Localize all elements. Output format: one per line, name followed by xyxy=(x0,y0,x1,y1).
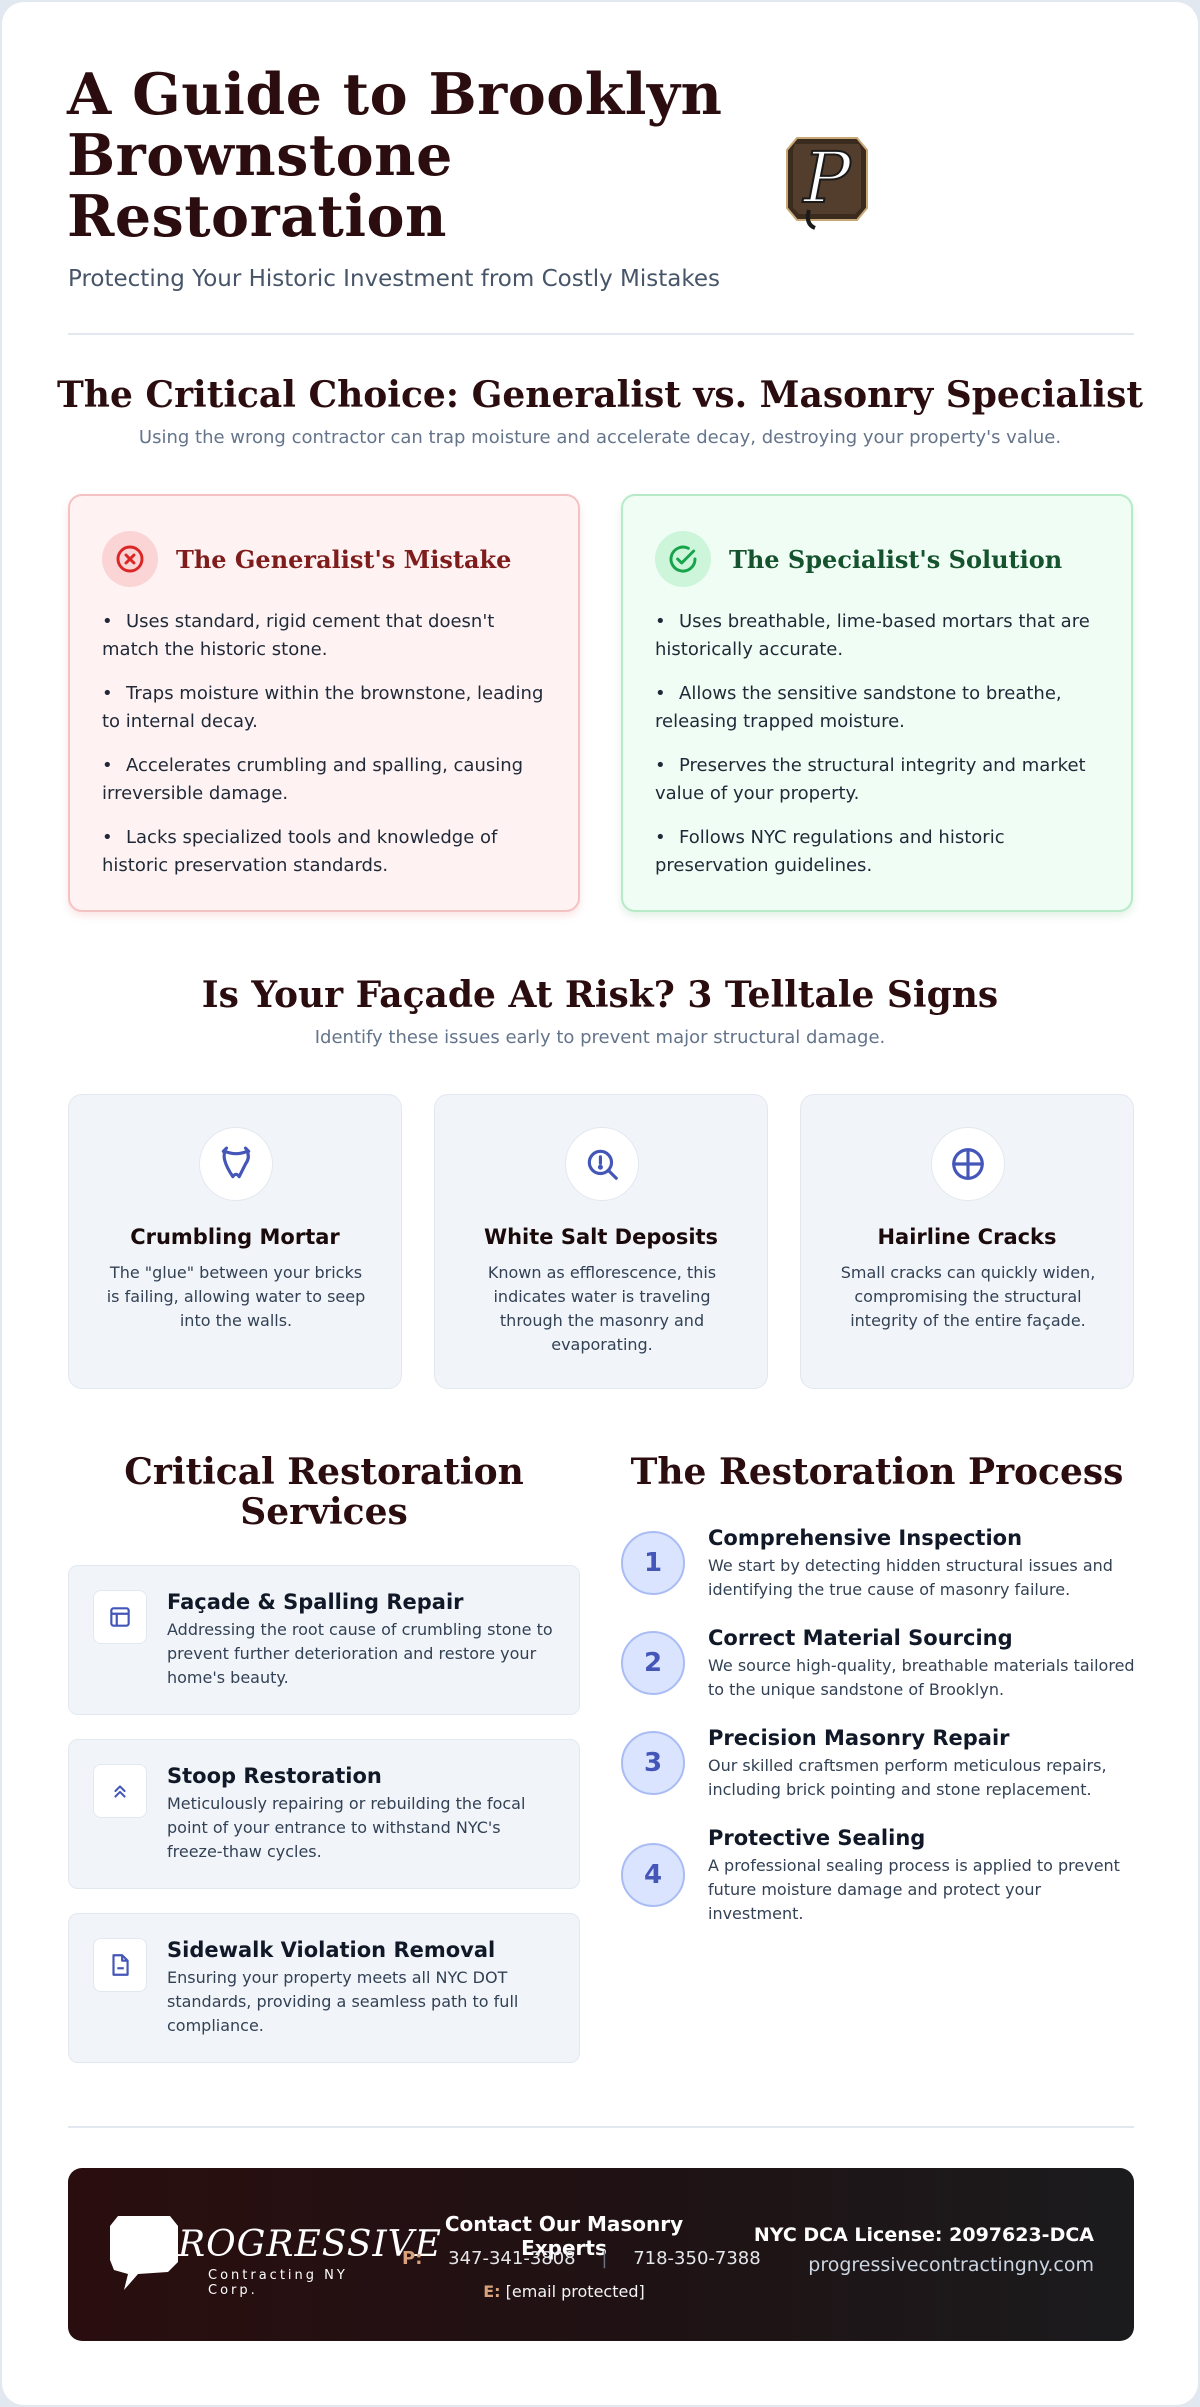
brand-logo-letter: P xyxy=(801,137,852,219)
phone-link[interactable]: 718-350-7388 xyxy=(633,2248,761,2269)
service-card: Façade & Spalling Repair Addressing the … xyxy=(68,1565,580,1715)
list-item: Preserves the structural integrity and m… xyxy=(631,752,1101,808)
search-alert-icon xyxy=(565,1127,639,1201)
step-number: 2 xyxy=(621,1631,685,1695)
list-item: Allows the sensitive sandstone to breath… xyxy=(631,680,1101,736)
specialist-title: The Specialist's Solution xyxy=(729,544,1063,574)
sign-card: White Salt Deposits Known as efflorescen… xyxy=(434,1094,768,1389)
step-title: Comprehensive Inspection xyxy=(708,1526,1023,1550)
service-title: Sidewalk Violation Removal xyxy=(167,1938,496,1962)
footer-brand-logo: ROGRESSIVE Contracting NY Corp. xyxy=(108,2212,441,2298)
signs-subtitle: Identify these issues early to prevent m… xyxy=(314,1027,886,1048)
footer-brand-name: ROGRESSIVE xyxy=(178,2224,442,2265)
sign-title: White Salt Deposits xyxy=(483,1225,719,1249)
layout-icon xyxy=(93,1590,147,1644)
chevrons-up-icon xyxy=(93,1764,147,1818)
step-title: Precision Masonry Repair xyxy=(708,1726,1010,1750)
sign-title: Hairline Cracks xyxy=(877,1225,1057,1249)
brand-logo: P xyxy=(781,128,873,234)
email-link[interactable]: [email protected] xyxy=(505,2282,645,2301)
divider xyxy=(68,333,1134,335)
website-link[interactable]: progressivecontractingny.com xyxy=(808,2254,1094,2276)
choice-title: The Critical Choice: Generalist vs. Maso… xyxy=(57,374,1143,416)
step-number: 1 xyxy=(621,1531,685,1595)
phone-link[interactable]: 347-341-3808 xyxy=(448,2248,576,2269)
specialist-card: The Specialist's Solution Uses breathabl… xyxy=(621,494,1133,912)
email-label: E: xyxy=(483,2282,501,2301)
service-card: Sidewalk Violation Removal Ensuring your… xyxy=(68,1913,580,2063)
sign-text: The "glue" between your bricks is failin… xyxy=(106,1263,366,1330)
list-item: Uses breathable, lime-based mortars that… xyxy=(631,608,1101,664)
step-number: 3 xyxy=(621,1731,685,1795)
service-title: Stoop Restoration xyxy=(167,1764,382,1788)
sign-text: Known as efflorescence, this indicates w… xyxy=(487,1263,717,1354)
list-item: Accelerates crumbling and spalling, caus… xyxy=(78,752,548,808)
sign-text: Small cracks can quickly widen, compromi… xyxy=(840,1263,1096,1330)
sign-title: Crumbling Mortar xyxy=(130,1225,340,1249)
generalist-title: The Generalist's Mistake xyxy=(176,544,512,574)
contact-title: Contact Our Masonry Experts xyxy=(444,2212,684,2260)
service-text: Ensuring your property meets all NYC DOT… xyxy=(167,1968,519,2035)
list-item: Follows NYC regulations and historic pre… xyxy=(631,824,1101,880)
check-circle-icon xyxy=(655,531,711,587)
service-text: Meticulously repairing or rebuilding the… xyxy=(167,1794,526,1861)
page-title: A Guide to Brooklyn Brownstone Restorati… xyxy=(67,61,723,250)
list-item: Lacks specialized tools and knowledge of… xyxy=(78,824,548,880)
services-title: Critical Restoration Services xyxy=(124,1451,524,1533)
generalist-card: The Generalist's Mistake Uses standard, … xyxy=(68,494,580,912)
list-item: Traps moisture within the brownstone, le… xyxy=(78,680,548,736)
step-text: Our skilled craftsmen perform meticulous… xyxy=(708,1756,1107,1799)
license-number: NYC DCA License: 2097623-DCA xyxy=(753,2224,1094,2246)
footer-brand-subtitle: Contracting NY Corp. xyxy=(208,2268,348,2298)
generalist-list: Uses standard, rigid cement that doesn't… xyxy=(78,608,548,880)
phone-separator: | xyxy=(601,2248,608,2269)
step-title: Correct Material Sourcing xyxy=(708,1626,1013,1650)
specialist-list: Uses breathable, lime-based mortars that… xyxy=(631,608,1101,880)
sign-card: Hairline Cracks Small cracks can quickly… xyxy=(800,1094,1134,1389)
service-card: Stoop Restoration Meticulously repairing… xyxy=(68,1739,580,1889)
step-title: Protective Sealing xyxy=(708,1826,926,1850)
choice-subtitle: Using the wrong contractor can trap mois… xyxy=(138,427,1062,448)
step-number: 4 xyxy=(621,1843,685,1907)
crosshair-icon xyxy=(931,1127,1005,1201)
service-title: Façade & Spalling Repair xyxy=(167,1590,464,1614)
phone-row: P: 347-341-3808 | 718-350-7388 xyxy=(402,2248,782,2269)
email-row: E: [email protected] xyxy=(414,2282,714,2301)
footer: ROGRESSIVE Contracting NY Corp. Contact … xyxy=(68,2168,1134,2341)
step-text: A professional sealing process is applie… xyxy=(708,1856,1120,1923)
process-title: The Restoration Process xyxy=(630,1451,1124,1493)
service-text: Addressing the root cause of crumbling s… xyxy=(167,1620,553,1687)
signs-title: Is Your Façade At Risk? 3 Telltale Signs xyxy=(201,974,999,1016)
step-text: We source high-quality, breathable mater… xyxy=(708,1656,1135,1699)
list-item: Uses standard, rigid cement that doesn't… xyxy=(78,608,548,664)
file-minus-icon xyxy=(93,1938,147,1992)
tooth-icon xyxy=(199,1127,273,1201)
phone-label: P: xyxy=(402,2248,423,2269)
divider xyxy=(68,2126,1134,2128)
x-circle-icon xyxy=(102,531,158,587)
sign-card: Crumbling Mortar The "glue" between your… xyxy=(68,1094,402,1389)
step-text: We start by detecting hidden structural … xyxy=(708,1556,1113,1599)
page-subtitle: Protecting Your Historic Investment from… xyxy=(68,266,720,292)
